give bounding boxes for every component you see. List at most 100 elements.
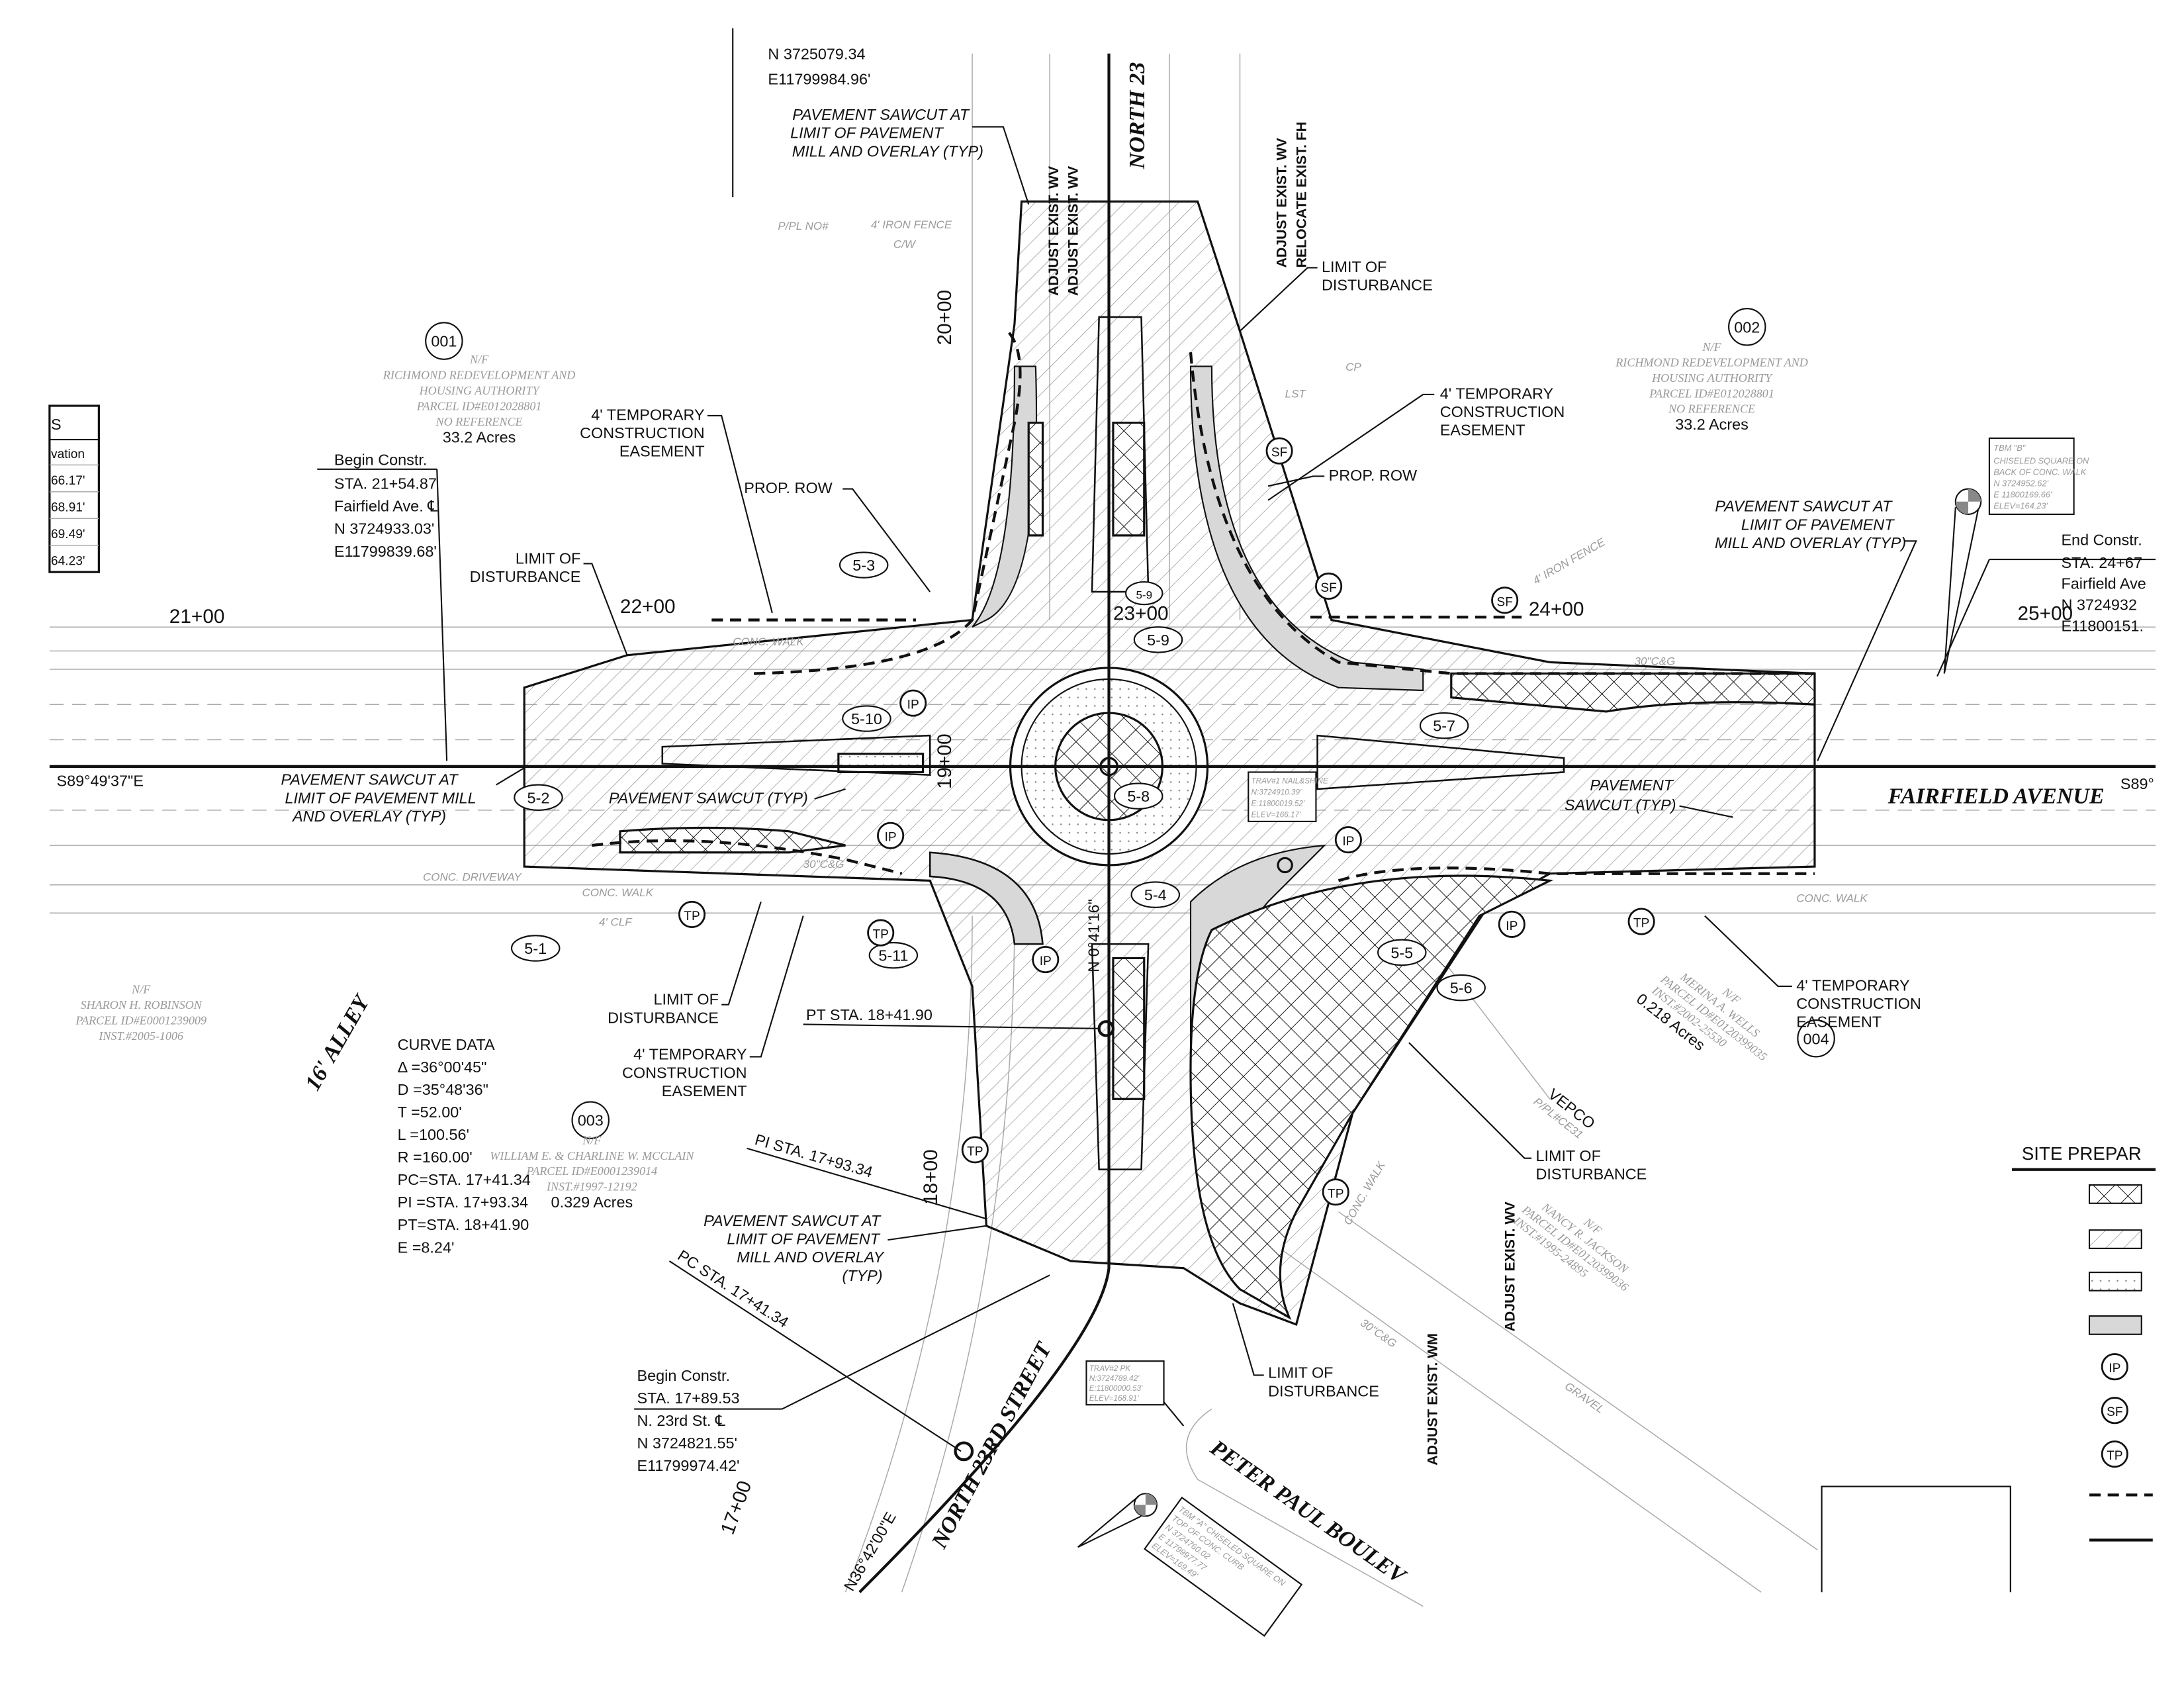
label: EASEMENT xyxy=(1440,422,1525,439)
label: Fairfield Ave. ℄ xyxy=(334,498,437,515)
label: IP xyxy=(2109,1362,2120,1376)
label: PT STA. 18+41.90 xyxy=(806,1006,933,1023)
label: 19+00 xyxy=(934,733,956,789)
label: SF xyxy=(1271,446,1287,460)
label: 24+00 xyxy=(1529,598,1584,620)
label: L =100.56' xyxy=(398,1126,469,1143)
label: PAVEMENT xyxy=(1590,776,1674,794)
label: E11799974.42' xyxy=(637,1457,739,1474)
label: LIMIT OF xyxy=(1322,258,1387,275)
label: P/PL NO# xyxy=(778,220,829,232)
label: PT=STA. 18+41.90 xyxy=(398,1216,529,1233)
ip-icon: IP xyxy=(877,821,905,849)
label: 002 xyxy=(1734,318,1760,336)
label: 33.2 Acres xyxy=(443,428,516,445)
legend-tp-icon: TP xyxy=(2101,1440,2128,1468)
label: EASEMENT xyxy=(662,1082,747,1100)
label: TP xyxy=(2107,1449,2122,1463)
elevation-table: S vation 66.17' 68.91' 69.49' 64.23' xyxy=(48,404,100,573)
label: LIMIT OF PAVEMENT xyxy=(790,124,944,142)
label: C/W xyxy=(893,238,917,251)
label: ADJUST EXIST. WV xyxy=(1502,1201,1518,1332)
label: E:11800000.53' xyxy=(1089,1384,1143,1393)
label: 5-1 xyxy=(524,940,547,957)
label: EASEMENT xyxy=(619,443,705,460)
label: 5-9 xyxy=(1136,589,1152,602)
label: N/F xyxy=(469,353,489,366)
label: 21+00 xyxy=(169,606,225,628)
label: 64.23' xyxy=(51,555,85,569)
label: NO REFERENCE xyxy=(435,415,523,428)
label: S xyxy=(51,416,62,433)
easement-lines xyxy=(592,330,1815,882)
label: DISTURBANCE xyxy=(1268,1382,1379,1399)
label: TRAV#1 NAIL&SHINE xyxy=(1251,776,1328,785)
label: 5-5 xyxy=(1390,944,1413,961)
begin-constr-n23: Begin Constr. STA. 17+89.53 N. 23rd St. … xyxy=(634,1274,1050,1474)
label: PAVEMENT SAWCUT AT xyxy=(704,1212,882,1229)
label: PARCEL ID#E012028801 xyxy=(1649,387,1774,400)
parcel-002: 002 N/F RICHMOND REDEVELOPMENT AND HOUSI… xyxy=(1615,308,1808,433)
label: 25+00 xyxy=(2017,603,2073,625)
label: E11800151. xyxy=(2061,618,2144,635)
label: PAVEMENT SAWCUT (TYP) xyxy=(609,789,808,806)
label: E 11800169.66' xyxy=(1993,489,2052,499)
label: IP xyxy=(907,698,919,712)
label: TP xyxy=(967,1145,983,1158)
label: MILL AND OVERLAY (TYP) xyxy=(1715,534,1906,551)
label: N. 23rd St. ℄ xyxy=(637,1412,725,1429)
label: RELOCATE EXIST. FH xyxy=(1294,122,1310,268)
label: CONSTRUCTION xyxy=(1796,995,1921,1012)
label: PROP. ROW xyxy=(1329,467,1418,484)
label: INST.#1997-12192 xyxy=(546,1180,637,1194)
label: TP xyxy=(1633,917,1649,931)
label: CONC. WALK xyxy=(1796,892,1868,904)
bearing-east: S89° xyxy=(2120,775,2154,792)
label: 69.49' xyxy=(51,528,85,541)
site-symbols: IP IP IP IP IP SF SF SF TP TP TP TP TP xyxy=(678,437,1655,1206)
label: HOUSING AUTHORITY xyxy=(1651,371,1773,385)
label: 30"C&G xyxy=(1634,655,1675,668)
label: 17+00 xyxy=(717,1478,756,1538)
label: WILLIAM E. & CHARLINE W. MCCLAIN xyxy=(490,1149,694,1162)
label: INST.#2005-1006 xyxy=(98,1029,183,1043)
owner-robinson: N/F SHARON H. ROBINSON PARCEL ID#E000123… xyxy=(75,983,206,1043)
label: 4' TEMPORARY xyxy=(633,1046,747,1063)
label: 5-11 xyxy=(878,947,908,964)
label: LIMIT OF xyxy=(516,549,580,567)
label: NO REFERENCE xyxy=(1668,402,1755,416)
label: 23+00 xyxy=(1113,603,1169,625)
label: TP xyxy=(1328,1187,1343,1201)
label: N/F xyxy=(131,983,151,996)
label: PAVEMENT SAWCUT AT xyxy=(1715,498,1893,515)
label: 001 xyxy=(431,333,457,350)
sf-icon: SF xyxy=(1491,586,1519,614)
gray-areas xyxy=(972,365,1424,1044)
legend-mill-overlay-swatch xyxy=(2088,1229,2142,1249)
label: MILL AND OVERLAY xyxy=(737,1248,885,1266)
label: 4' IRON FENCE xyxy=(871,218,952,231)
trav1-box: TRAV#1 NAIL&SHINE N:3724910.39' E:118000… xyxy=(1248,771,1328,874)
bearing-mid: N 0°41'16" xyxy=(1085,899,1103,972)
sf-icon: SF xyxy=(1315,572,1343,600)
label: DISTURBANCE xyxy=(1322,276,1433,293)
label: CONC. DRIVEWAY xyxy=(423,870,522,883)
label: PROP. ROW xyxy=(744,479,833,496)
label: PARCEL ID#E0001239014 xyxy=(526,1164,658,1178)
callout-sawcut: PAVEMENT SAWCUT AT LIMIT OF PAVEMENT MIL… xyxy=(281,106,1917,1284)
label: N 3724933.03' xyxy=(334,520,435,538)
tp-icon: TP xyxy=(867,919,895,947)
label: TRAV#2 PK xyxy=(1089,1364,1132,1373)
parcel-003: 003 N/F WILLIAM E. & CHARLINE W. MCCLAIN… xyxy=(490,1101,694,1211)
label: LIMIT OF xyxy=(1268,1364,1333,1382)
label: IP xyxy=(1342,835,1354,849)
label: E11799839.68' xyxy=(334,543,437,560)
callout-temp-easement: 4' TEMPORARY CONSTRUCTION EASEMENT 4' TE… xyxy=(580,385,1921,1100)
label: E:11800019.52' xyxy=(1251,800,1305,808)
label: N/F xyxy=(1702,340,1721,353)
owner-jackson: N/F NANCY R. JACKSON PARCEL ID#E01203990… xyxy=(1510,1200,1631,1294)
label: CONSTRUCTION xyxy=(1440,403,1565,420)
label: TP xyxy=(872,928,888,942)
label: DISTURBANCE xyxy=(1535,1166,1647,1183)
label: 5-8 xyxy=(1127,788,1150,805)
